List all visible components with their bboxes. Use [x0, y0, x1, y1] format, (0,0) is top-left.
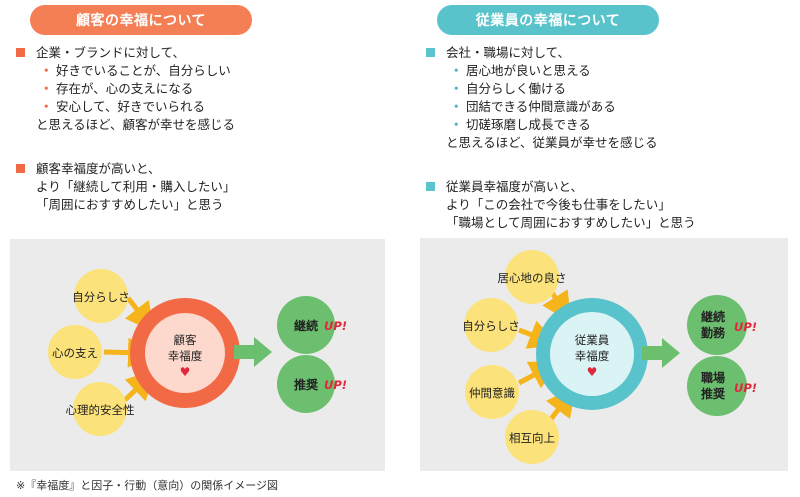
left-factor-1: 自分らしさ [72, 290, 130, 304]
heart-icon: ♥ [180, 365, 191, 379]
right-factor-circle [505, 410, 559, 464]
right-outcome-1-line1: 継続 [701, 309, 725, 324]
left-block2: 顧客幸福度が高いと、 より「継続して利用・購入したい」 「周囲におすすめしたい」… [14, 160, 384, 214]
bullet-square-icon [16, 164, 25, 173]
footnote: ※『幸福度』と因子・行動（意向）の関係イメージ図 [16, 479, 278, 492]
left-diagram: 顧客 幸福度 ♥ 自分らしさ 心の支え 心理的安全性 継続 UP! 推奨 UP! [48, 269, 347, 436]
bullet-square-icon [426, 48, 435, 57]
bullet-dot-icon: ・ [450, 117, 463, 132]
left-factor-circle [48, 325, 102, 379]
right-block1-conclusion: と思えるほど、従業員が幸せを感じる [446, 135, 658, 150]
left-factor-circle [73, 382, 127, 436]
right-outcome-1-line2: 勤務 [701, 325, 726, 340]
left-block1: 企業・ブランドに対して、 ・好きでいることが、自分らしい ・存在が、心の支えにな… [14, 44, 384, 134]
right-block1: 会社・職場に対して、 ・居心地が良いと思える ・自分らしく働ける ・団結できる仲… [424, 44, 794, 152]
right-factor-4: 相互向上 [509, 431, 555, 445]
right-item-4: 切磋琢磨し成長できる [466, 117, 591, 132]
right-factor-circle [465, 365, 519, 419]
right-center-line2: 幸福度 [575, 349, 610, 363]
right-outcome-2-line2: 推奨 [701, 386, 726, 401]
right-diagram: 従業員 幸福度 ♥ 居心地の良さ 自分らしさ 仲間意識 相互向上 継続 勤務 U… [462, 250, 757, 464]
left-outcome-2: 推奨 [294, 377, 319, 392]
left-center-line1: 顧客 [174, 333, 197, 347]
heart-icon: ♥ [587, 365, 598, 379]
right-item-3: 団結できる仲間意識がある [466, 99, 616, 114]
right-block2-line1: 従業員幸福度が高いと、 [446, 179, 584, 194]
arrow-right-icon [642, 338, 680, 368]
left-center-line2: 幸福度 [168, 349, 203, 363]
left-block2-line1: 顧客幸福度が高いと、 [36, 161, 161, 176]
bullet-square-icon [16, 48, 25, 57]
right-outcome-2-line1: 職場 [701, 370, 725, 385]
left-outcome-circle [277, 355, 335, 413]
right-header: 従業員の幸福について [437, 5, 659, 35]
factor-arrow [124, 296, 156, 333]
right-factor-2: 自分らしさ [462, 319, 520, 333]
right-center-line1: 従業員 [575, 333, 610, 347]
left-header: 顧客の幸福について [30, 5, 252, 35]
bullet-dot-icon: ・ [450, 63, 463, 78]
right-block2-line3: 「職場として周囲におすすめしたい」と思う [446, 215, 696, 230]
right-factor-3: 仲間意識 [469, 386, 515, 400]
left-item-3: 安心して、好きでいられる [56, 99, 206, 114]
right-item-1: 居心地が良いと思える [466, 63, 591, 78]
left-block1-intro: 企業・ブランドに対して、 [36, 45, 186, 60]
left-block2-line2: より「継続して利用・購入したい」 [36, 179, 236, 194]
left-outcome-2-badge: UP! [324, 378, 347, 392]
right-outcome-circle [687, 295, 747, 355]
left-outcome-1: 継続 [294, 318, 318, 333]
left-block2-line3: 「周囲におすすめしたい」と思う [36, 197, 224, 212]
left-block1-conclusion: と思えるほど、顧客が幸せを感じる [36, 117, 236, 132]
left-item-1: 好きでいることが、自分らしい [56, 63, 231, 78]
right-outcome-2-badge: UP! [734, 381, 757, 395]
left-item-2: 存在が、心の支えになる [56, 81, 194, 96]
bullet-dot-icon: ・ [450, 81, 463, 96]
right-factor-circle [464, 298, 518, 352]
right-item-2: 自分らしく働ける [466, 81, 567, 96]
left-outcome-circle [277, 296, 335, 354]
bullet-dot-icon: ・ [450, 99, 463, 114]
bullet-square-icon [426, 182, 435, 191]
right-factor-1: 居心地の良さ [498, 271, 567, 285]
bullet-dot-icon: ・ [40, 99, 53, 114]
bullet-dot-icon: ・ [40, 81, 53, 96]
right-factor-circle [505, 250, 559, 304]
left-factor-circle [74, 269, 128, 323]
left-factor-2: 心の支え [52, 346, 98, 360]
factor-arrow [542, 289, 572, 323]
left-outcome-1-badge: UP! [324, 319, 347, 333]
right-outcome-1-badge: UP! [734, 320, 757, 334]
right-block2: 従業員幸福度が高いと、 より「この会社で今後も仕事をしたい」 「職場として周囲に… [424, 178, 794, 232]
left-center-core [145, 313, 225, 393]
bullet-dot-icon: ・ [40, 63, 53, 78]
right-outcome-circle [687, 356, 747, 416]
arrow-right-icon [234, 337, 272, 367]
right-block2-line2: より「この会社で今後も仕事をしたい」 [446, 197, 671, 212]
left-factor-3: 心理的安全性 [66, 403, 135, 417]
right-center-core [550, 312, 634, 396]
right-block1-intro: 会社・職場に対して、 [446, 45, 571, 60]
